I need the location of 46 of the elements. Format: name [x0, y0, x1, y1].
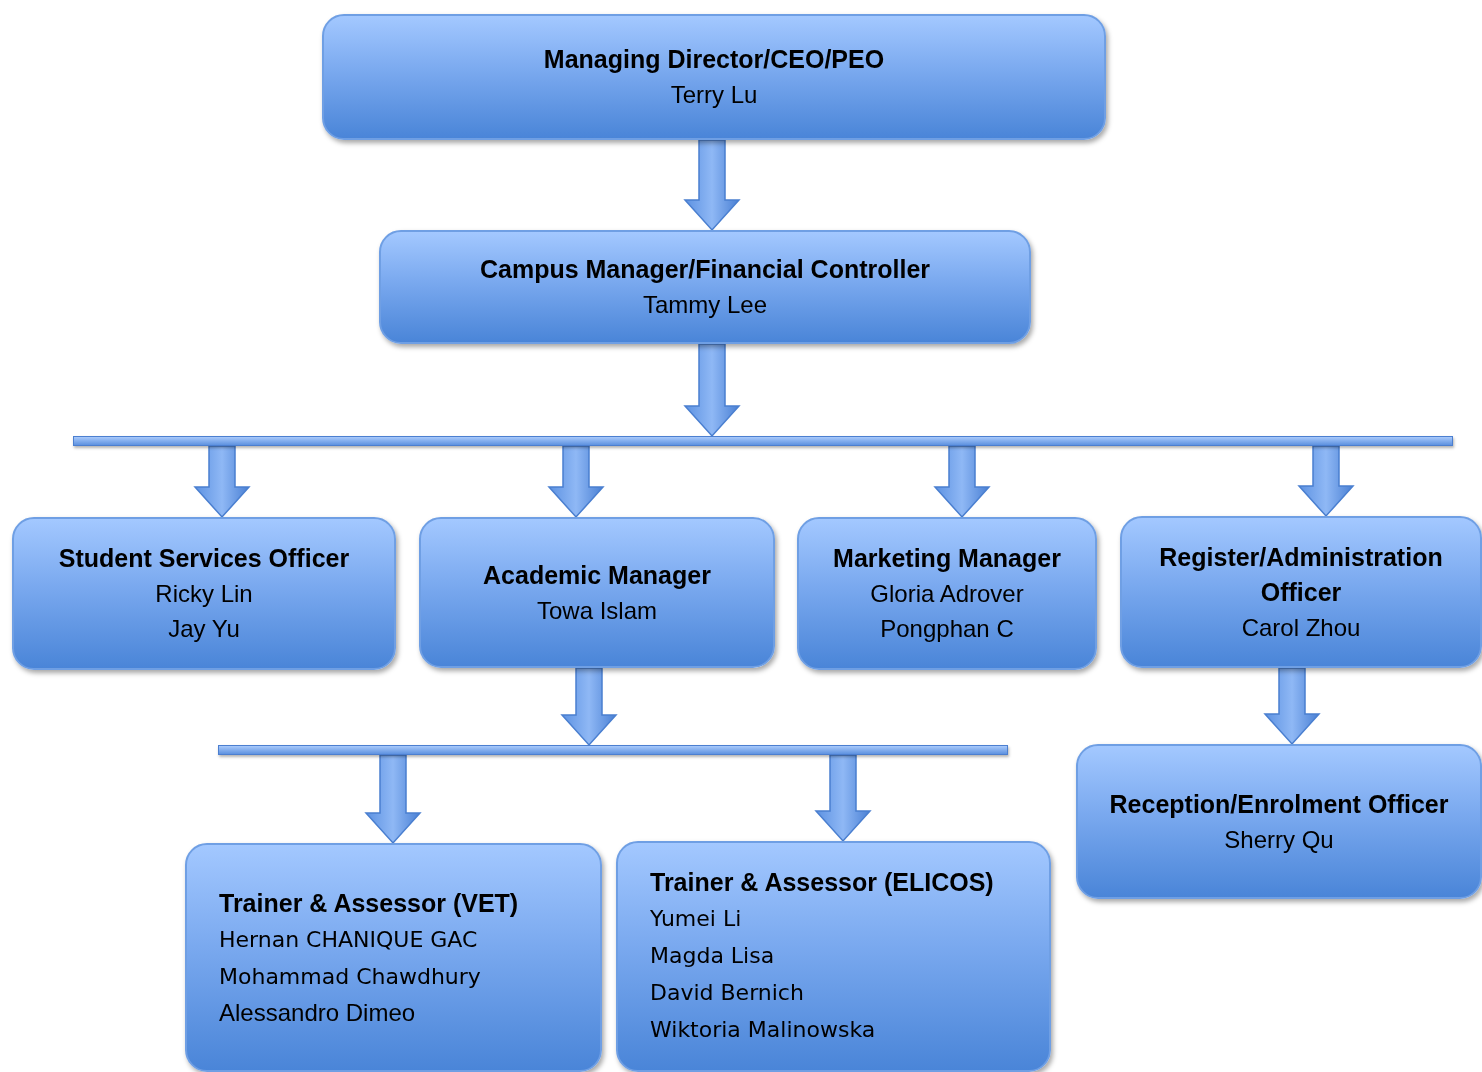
role-title: Trainer & Assessor (ELICOS)	[650, 867, 994, 898]
staff-name: Yumei Li	[650, 905, 742, 933]
staff-name: Ricky Lin	[155, 579, 253, 609]
block-arrow	[683, 343, 741, 438]
block-arrow	[1297, 445, 1355, 518]
staff-name: Towa Islam	[536, 595, 657, 626]
block-arrow	[933, 445, 991, 519]
staff-name: Tammy Lee	[642, 290, 767, 320]
block-arrow	[683, 139, 741, 232]
role-title: Academic Manager	[483, 559, 711, 591]
role-box	[12, 517, 396, 670]
role-box	[379, 230, 1031, 344]
role-box	[616, 841, 1051, 1072]
staff-name: Sherry Qu	[1224, 824, 1334, 855]
block-arrow	[547, 445, 605, 519]
role-box	[797, 517, 1097, 670]
staff-name: Mohammad Chawdhury	[219, 962, 481, 991]
staff-name: David Bernich	[650, 979, 804, 1007]
role-title: Reception/Enrolment Officer	[1109, 788, 1449, 820]
role-box	[1076, 744, 1482, 899]
horizontal-bar	[73, 436, 1453, 446]
horizontal-bar	[218, 745, 1008, 755]
staff-name: Gloria Adrover	[870, 579, 1024, 609]
block-arrow	[364, 754, 422, 845]
role-title: Trainer & Assessor (VET)	[219, 887, 519, 919]
block-arrow	[193, 445, 251, 519]
staff-name: Pongphan C	[880, 614, 1014, 644]
role-title: Student Services Officer	[58, 543, 350, 574]
block-arrow	[814, 754, 872, 843]
role-title: Register/Administration Officer	[1158, 541, 1444, 608]
staff-name: Magda Lisa	[650, 942, 775, 970]
staff-name: Terry Lu	[670, 80, 758, 110]
staff-name: Wiktoria Malinowska	[650, 1016, 876, 1044]
role-title: Campus Manager/Financial Controller	[479, 254, 931, 285]
role-box	[322, 14, 1106, 140]
staff-name: Hernan CHANIQUE GAC	[219, 925, 478, 954]
staff-name: Carol Zhou	[1241, 612, 1361, 643]
staff-name: Jay Yu	[168, 614, 240, 644]
block-arrow	[1263, 667, 1321, 746]
role-title: Marketing Manager	[833, 543, 1061, 574]
role-box	[185, 843, 602, 1072]
role-box	[1120, 516, 1482, 668]
block-arrow	[560, 667, 618, 747]
role-title: Managing Director/CEO/PEO	[543, 44, 885, 75]
staff-name: Alessandro Dimeo	[219, 997, 416, 1028]
role-box	[419, 517, 775, 668]
